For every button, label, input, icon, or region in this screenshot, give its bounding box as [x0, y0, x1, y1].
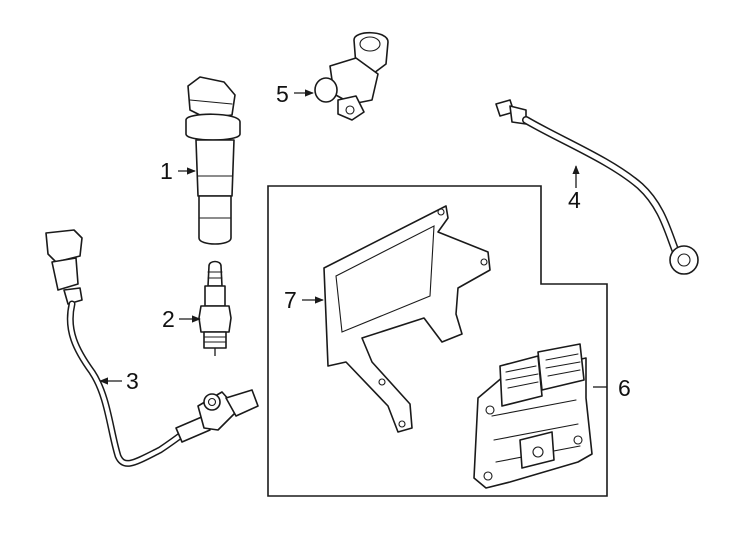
cam-position-sensor[interactable] [314, 31, 389, 121]
callout-5-label: 5 [276, 81, 289, 107]
callout-4: 4 [568, 165, 581, 213]
crank-position-sensor[interactable] [45, 229, 259, 467]
callout-3-label: 3 [126, 368, 139, 394]
callout-2: 2 [162, 306, 201, 332]
callout-2-label: 2 [162, 306, 175, 332]
callout-6-label: 6 [618, 375, 631, 401]
engine-control-module[interactable] [473, 343, 593, 489]
callout-7: 7 [284, 287, 324, 313]
assembly-frame [267, 185, 608, 497]
ecm-bracket[interactable] [323, 205, 491, 433]
callout-7-label: 7 [284, 287, 297, 313]
ignition-coil[interactable] [185, 76, 241, 245]
callout-1-label: 1 [160, 158, 173, 184]
callout-4-label: 4 [568, 187, 581, 213]
knock-sensor[interactable] [495, 99, 699, 275]
callout-6: 6 [593, 375, 631, 401]
callout-3: 3 [99, 368, 139, 394]
spark-plug[interactable] [198, 260, 232, 357]
callout-1: 1 [160, 158, 196, 184]
callout-5: 5 [276, 81, 314, 107]
